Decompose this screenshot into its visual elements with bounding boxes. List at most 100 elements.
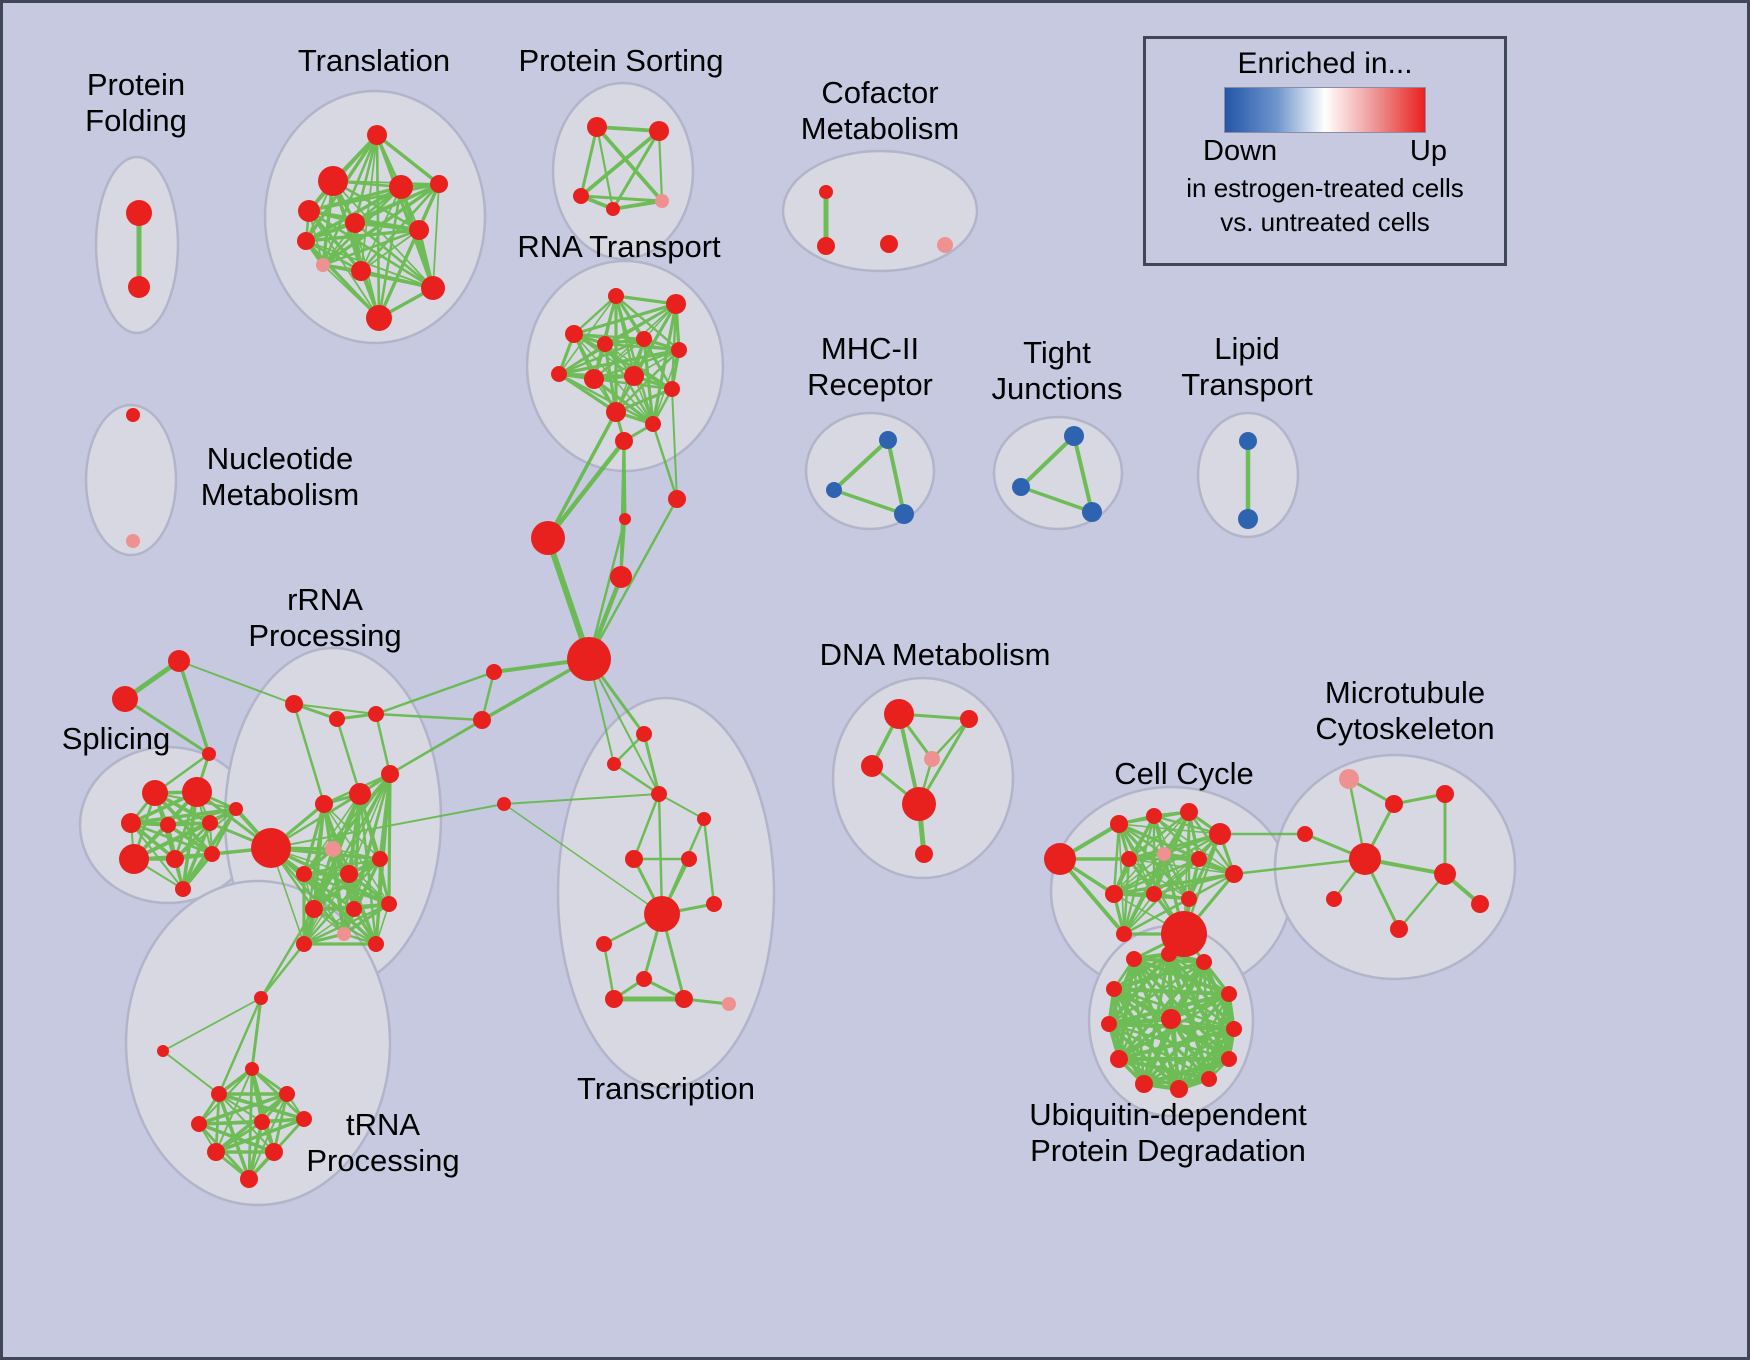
legend-gradient-bar (1224, 87, 1426, 133)
gene-set-node-tx9 (596, 936, 612, 952)
gene-set-node-rr15 (254, 991, 268, 1005)
gene-set-node-dm2 (960, 710, 978, 728)
gene-set-node-t9 (316, 258, 330, 272)
gene-set-node-sp9 (175, 881, 191, 897)
gene-set-node-nm2 (126, 534, 140, 548)
gene-set-node-cc7 (1157, 847, 1171, 861)
gene-set-node-tx4 (697, 812, 711, 826)
gene-set-node-cf2 (817, 237, 835, 255)
gene-set-node-mc2 (1385, 795, 1403, 813)
cluster-ellipse-microtubule-cytoskeleton (1273, 753, 1517, 981)
cluster-ellipse-mhc-ii-receptor (804, 411, 936, 531)
gene-set-node-rr5 (325, 841, 341, 857)
gene-set-node-pf1 (126, 200, 152, 226)
gene-set-node-rt11 (606, 402, 626, 422)
gene-set-node-tx11 (605, 990, 623, 1008)
cluster-ellipse-transcription (556, 696, 776, 1090)
gene-set-node-tx10 (636, 971, 652, 987)
gene-set-node-ub3 (1196, 954, 1212, 970)
gene-set-node-t3 (298, 200, 320, 222)
gene-set-node-tr3 (211, 1086, 227, 1102)
gene-set-node-tx6 (681, 851, 697, 867)
gene-set-node-tj3 (1082, 502, 1102, 522)
gene-set-node-rt4 (597, 336, 613, 352)
gene-set-node-cc8 (1191, 851, 1207, 867)
gene-set-node-rt1 (608, 288, 624, 304)
gene-set-node-tr6 (254, 1114, 270, 1130)
gene-set-node-sp4 (160, 817, 176, 833)
gene-set-node-ub5 (1221, 986, 1237, 1002)
gene-set-node-c2 (619, 513, 631, 525)
gene-set-node-tx2 (607, 757, 621, 771)
gene-set-node-ps5 (655, 194, 669, 208)
gene-set-node-c1 (531, 521, 565, 555)
gene-set-node-cc6 (1121, 851, 1137, 867)
cluster-label-transcription: Transcription (577, 1071, 755, 1106)
gene-set-node-tx1 (636, 726, 652, 742)
gene-set-node-rt5 (636, 331, 652, 347)
gene-set-node-tx13 (722, 997, 736, 1011)
gene-set-node-ub10 (1135, 1075, 1153, 1093)
legend-box: Enriched in... Down Up in estrogen-treat… (1143, 36, 1507, 266)
gene-set-node-t4 (389, 175, 413, 199)
gene-set-node-rrt1 (285, 695, 303, 713)
gene-set-node-t5 (430, 175, 448, 193)
gene-set-node-cc11 (1146, 886, 1162, 902)
gene-set-node-tr8 (207, 1143, 225, 1161)
cluster-label-splicing: Splicing (62, 721, 171, 756)
gene-set-node-mc9 (1390, 920, 1408, 938)
gene-set-node-tx3 (651, 786, 667, 802)
cluster-ellipse-dna-metabolism (831, 676, 1015, 880)
legend-up-label: Up (1409, 135, 1447, 167)
cluster-label-protein-sorting: Protein Sorting (518, 43, 723, 78)
gene-set-node-tr5 (191, 1116, 207, 1132)
gene-set-node-dm3 (861, 755, 883, 777)
gene-set-node-m2 (826, 482, 842, 498)
gene-set-node-mc1 (1339, 769, 1359, 789)
gene-set-node-ps3 (573, 188, 589, 204)
gene-set-node-t11 (421, 276, 445, 300)
gene-set-node-t10 (351, 261, 371, 281)
gene-set-node-sp5 (202, 815, 218, 831)
gene-set-node-rt10 (664, 381, 680, 397)
gene-set-node-c6 (473, 711, 491, 729)
gene-set-node-cf4 (937, 237, 953, 253)
gene-set-node-cc12 (1181, 891, 1197, 907)
legend-title: Enriched in... (1237, 47, 1413, 80)
gene-set-node-ps1 (587, 117, 607, 137)
gene-set-node-m1 (879, 431, 897, 449)
gene-set-node-rt2 (666, 294, 686, 314)
gene-set-node-sp8 (204, 846, 220, 862)
gene-set-node-rt7 (551, 366, 567, 382)
gene-set-node-ub11 (1170, 1080, 1188, 1098)
gene-set-node-tx7 (644, 896, 680, 932)
gene-set-node-dm5 (902, 787, 936, 821)
gene-set-node-rt3 (565, 325, 583, 343)
gene-set-node-t6 (345, 213, 365, 233)
gene-set-node-mc6 (1434, 863, 1456, 885)
gene-set-node-rr9 (305, 900, 323, 918)
gene-set-node-rr14 (368, 936, 384, 952)
gene-set-node-nm1 (126, 408, 140, 422)
gene-set-node-st3 (202, 747, 216, 761)
gene-set-node-rr7 (340, 865, 358, 883)
gene-set-node-tr9 (265, 1143, 283, 1161)
gene-set-node-c3 (668, 490, 686, 508)
gene-set-node-lt2 (1238, 509, 1258, 529)
gene-set-node-ps4 (606, 202, 620, 216)
gene-set-node-hub (567, 637, 611, 681)
legend-caption-line1: in estrogen-treated cells (1186, 173, 1464, 203)
gene-set-node-dm1 (884, 699, 914, 729)
gene-set-node-rr3 (349, 783, 371, 805)
gene-set-node-dm4 (924, 751, 940, 767)
cluster-ellipse-cofactor-metabolism (781, 149, 979, 273)
gene-set-node-sp10 (229, 802, 243, 816)
